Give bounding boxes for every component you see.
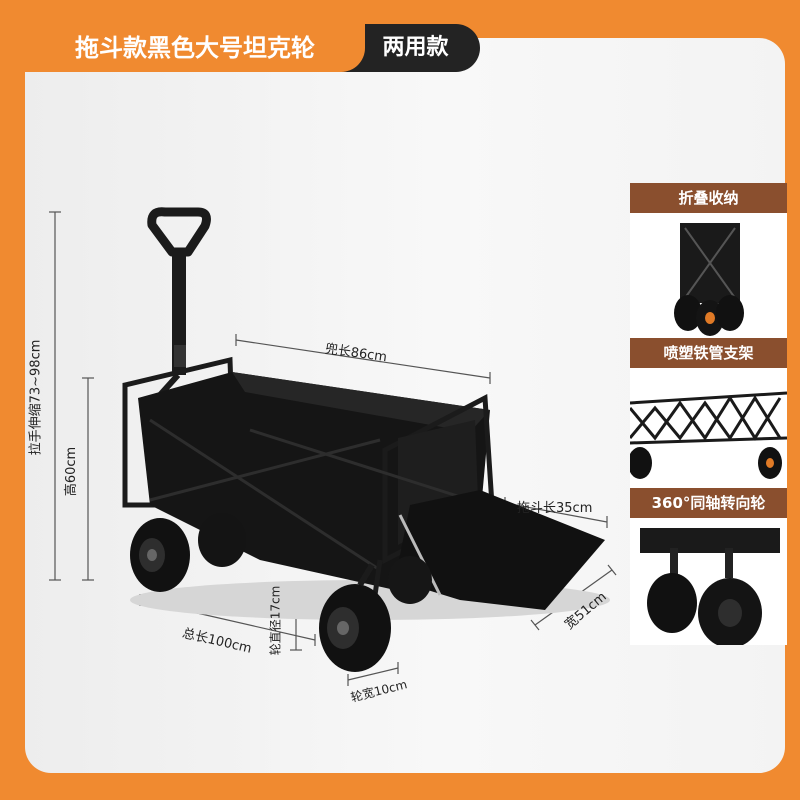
thumbnail-frame: 喷塑铁管支架: [630, 338, 787, 488]
title-tag: 拖斗款黑色大号坦克轮: [25, 24, 365, 72]
swivel-wheels-image: [640, 528, 780, 645]
dim-wheel-diameter-label: 轮直径17cm: [268, 585, 283, 656]
cart-wheels: [130, 513, 432, 672]
thumbnail-frame-label: 喷塑铁管支架: [630, 338, 787, 368]
thumbnail-folding-label: 折叠收纳: [630, 183, 787, 213]
dimension-lines: [49, 211, 617, 686]
folded-cart-image: [674, 223, 744, 336]
thumbnail-wheels-label: 360°同轴转向轮: [630, 488, 787, 518]
thumbnail-folding: 折叠收纳: [630, 183, 787, 338]
dim-tailgate-length-label: 拖斗长35cm: [517, 501, 593, 516]
dim-handle-label: 拉手伸缩73~98cm: [28, 339, 44, 456]
dim-height-label: 高60cm: [64, 446, 80, 497]
cart-handle: [147, 207, 211, 398]
steel-frame-image: [630, 391, 787, 479]
thumbnail-wheels: 360°同轴转向轮: [630, 488, 787, 645]
